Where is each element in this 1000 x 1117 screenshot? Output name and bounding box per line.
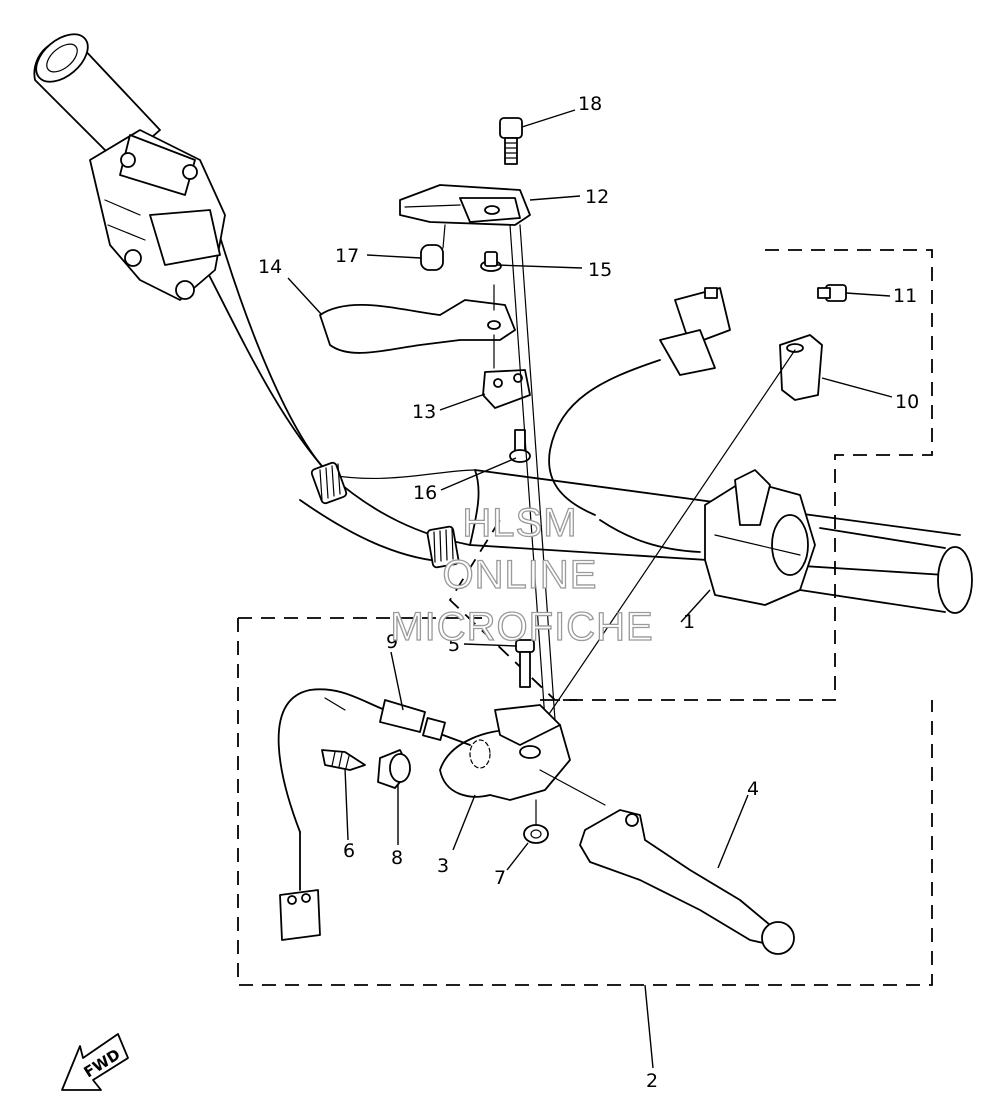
group-box-2 — [237, 617, 933, 986]
assembly-lines — [509, 224, 556, 721]
leader-lines — [287, 109, 893, 1069]
part-4-lever — [539, 769, 795, 955]
fwd-arrow-icon: FWD — [61, 1033, 129, 1091]
group-box-1 — [448, 249, 933, 701]
part-13-plate — [482, 369, 531, 409]
watermark: HLSM ONLINE MICROFICHE — [390, 500, 654, 649]
part-9-cable — [277, 688, 471, 941]
part-6-screw — [321, 749, 366, 771]
callout-17: 17 — [335, 245, 359, 267]
watermark-line-1: HLSM — [462, 501, 577, 545]
part-10-clamp — [544, 334, 823, 721]
callout-7: 7 — [494, 867, 506, 889]
callout-4: 4 — [747, 778, 759, 800]
part-1-switch — [704, 469, 816, 606]
callout-6: 6 — [343, 840, 355, 862]
part-18-bolt — [499, 117, 523, 165]
part-5-bolt — [515, 639, 535, 688]
callout-labels: 18 12 17 15 14 11 10 13 16 1 5 9 4 3 6 8… — [258, 93, 919, 1092]
part-11-bolt — [817, 284, 847, 302]
part-15-bolt — [480, 251, 502, 272]
callout-8: 8 — [391, 847, 403, 869]
callout-11: 11 — [893, 285, 917, 307]
callout-1: 1 — [683, 611, 695, 633]
part-17-cap — [420, 224, 446, 271]
watermark-line-3: MICROFICHE — [390, 605, 653, 649]
callout-13: 13 — [412, 401, 436, 423]
part-7-nut — [523, 799, 549, 844]
right-grip-end — [799, 527, 973, 614]
left-grip — [33, 33, 161, 166]
callout-2: 2 — [646, 1070, 658, 1092]
part-12-bracket — [399, 184, 531, 226]
knurl-right — [426, 525, 460, 569]
knurl-left — [310, 461, 348, 505]
callout-15: 15 — [588, 259, 612, 281]
callout-18: 18 — [578, 93, 602, 115]
callout-16: 16 — [413, 482, 437, 504]
callout-10: 10 — [895, 391, 919, 413]
callout-3: 3 — [437, 855, 449, 877]
master-cylinder — [89, 129, 226, 301]
callout-12: 12 — [585, 186, 609, 208]
watermark-line-2: ONLINE — [443, 553, 598, 597]
callout-5: 5 — [448, 634, 460, 656]
part-14-lever — [319, 284, 516, 369]
switch-connector — [548, 287, 731, 553]
part-3-holder — [439, 704, 571, 801]
part-8-nut — [377, 749, 411, 789]
callout-9: 9 — [386, 631, 398, 653]
callout-14: 14 — [258, 256, 282, 278]
